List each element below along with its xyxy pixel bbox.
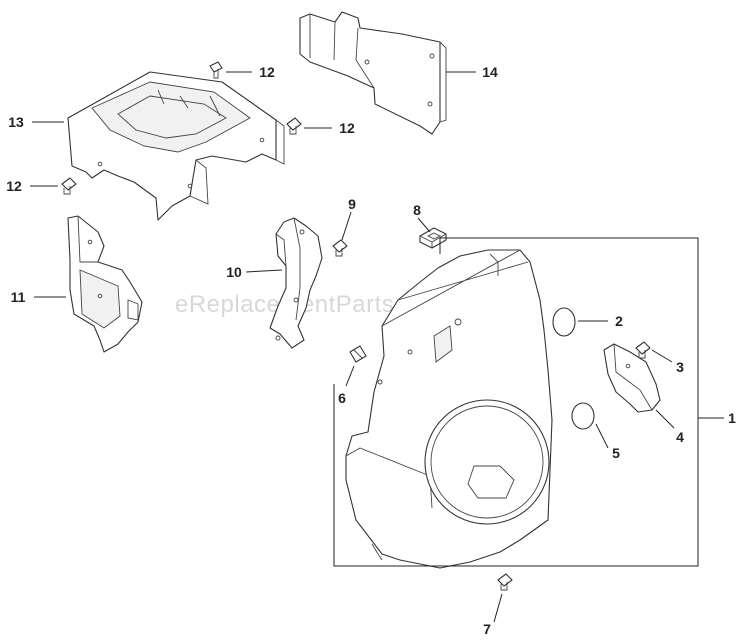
part-2-plug: [552, 307, 576, 337]
part-9-screw: [332, 239, 348, 257]
part-10-center-bracket: [269, 217, 323, 349]
leader-8: [417, 217, 431, 233]
part-5-plug: [571, 402, 595, 430]
part-13-upper-shroud: [67, 71, 285, 221]
part-14-baffle-plate: [299, 11, 447, 135]
callout-2: 2: [615, 313, 623, 329]
callout-10: 10: [226, 264, 242, 280]
callout-14: 14: [482, 64, 498, 80]
callout-5: 5: [612, 445, 620, 461]
callout-13: 13: [8, 114, 24, 130]
part-1-blower-housing: [345, 249, 553, 569]
leader-6: [345, 365, 355, 387]
part-12-screw-mid: [286, 117, 302, 135]
callout-9: 9: [348, 196, 356, 212]
callout-1: 1: [728, 410, 736, 426]
leader-10: [245, 269, 283, 273]
callout-labels: 1 2 3 4 5 6 7 8 9 10 11 12 12 12 13 14: [6, 64, 736, 637]
part-11-side-bracket: [67, 215, 143, 353]
callout-12a: 12: [259, 64, 275, 80]
leader-5: [595, 423, 609, 449]
leader-3: [651, 349, 673, 363]
callout-6: 6: [338, 390, 346, 406]
part-6-pin: [349, 345, 367, 363]
callout-3: 3: [676, 359, 684, 375]
callout-11: 11: [11, 289, 26, 305]
leader-7: [493, 593, 503, 623]
part-3-screw: [635, 341, 651, 359]
part-7-screw: [497, 573, 513, 591]
callout-4: 4: [676, 429, 684, 445]
leader-1-bracket: [333, 237, 699, 567]
part-4-small-bracket: [603, 343, 661, 413]
leader-4: [655, 409, 675, 429]
callout-12b: 12: [339, 120, 355, 136]
leader-9: [341, 211, 352, 241]
part-12-screw-top: [209, 61, 223, 79]
leader-lines: [30, 71, 724, 623]
callout-12c: 12: [6, 178, 22, 194]
callout-8: 8: [413, 202, 421, 218]
part-12-screw-left: [61, 177, 77, 195]
callout-7: 7: [483, 621, 491, 637]
